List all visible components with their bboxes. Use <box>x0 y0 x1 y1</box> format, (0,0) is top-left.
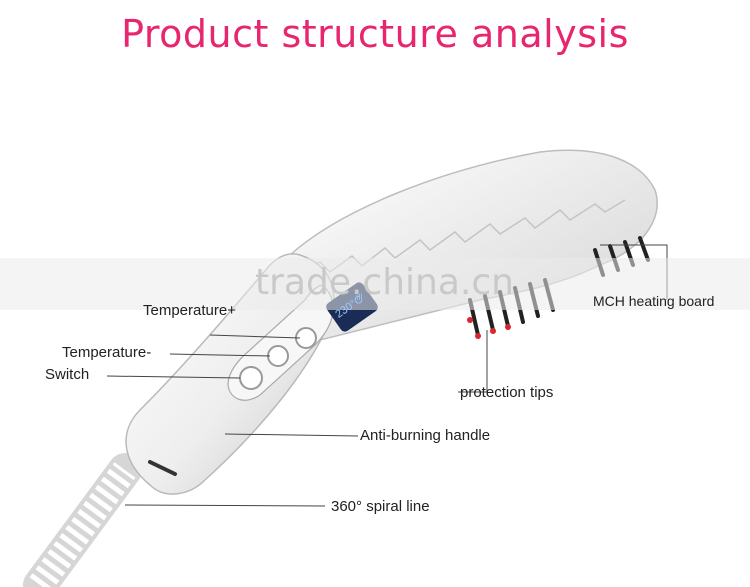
leader-temp-plus <box>209 334 301 339</box>
leader-spiral <box>124 504 326 507</box>
label-protection-tips: protection tips <box>460 384 554 401</box>
label-anti-burning-handle: Anti-burning handle <box>360 427 491 444</box>
page-title: Product structure analysis <box>121 12 629 56</box>
label-switch: Switch <box>45 366 90 383</box>
label-temperature-minus: Temperature- <box>62 344 152 361</box>
label-heating-board: MCH heating board <box>593 293 715 309</box>
button-switch-shape <box>239 366 263 390</box>
watermark: trade.china.cn <box>255 262 514 303</box>
leader-protection <box>458 330 488 393</box>
watermark-band <box>0 258 750 310</box>
leader-temp-minus <box>169 353 271 357</box>
button-temperature-minus-shape <box>267 345 289 367</box>
leader-switch <box>106 375 241 379</box>
label-spiral-line: 360° spiral line <box>331 498 430 515</box>
spiral-cable <box>23 453 142 587</box>
protection-tip-dots <box>467 317 511 339</box>
leader-handle <box>224 433 359 437</box>
lcd-signal-text: ıll <box>356 292 363 302</box>
label-temperature-plus: Temperature+ <box>143 302 236 319</box>
